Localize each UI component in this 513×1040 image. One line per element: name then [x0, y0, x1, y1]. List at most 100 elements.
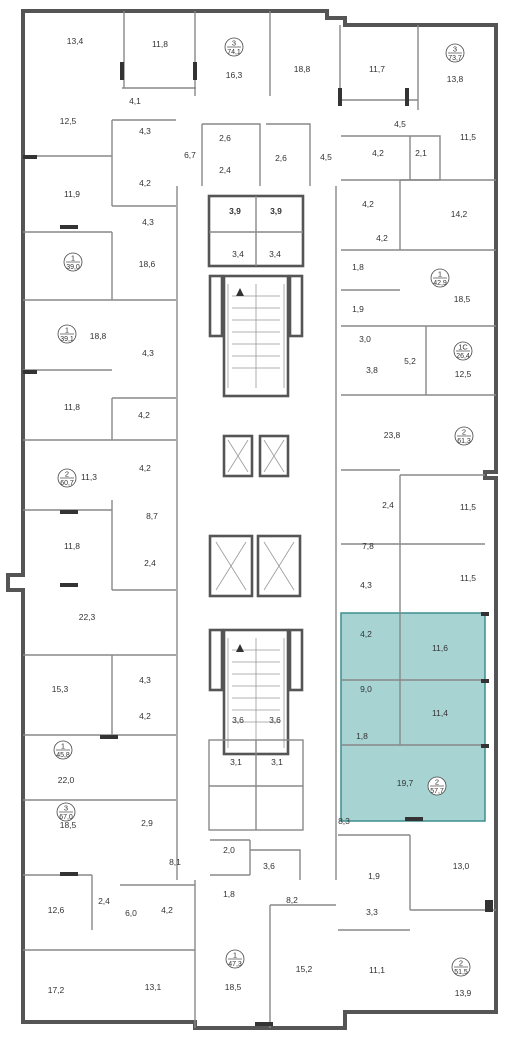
room-area-label: 18,6 [139, 259, 156, 269]
badge-rooms: 3 [453, 45, 457, 54]
badge-rooms: 1С [458, 343, 468, 352]
room-area-label: 8,7 [146, 511, 158, 521]
room-area-label: 2,6 [219, 133, 231, 143]
badge-area: 26,4 [456, 353, 470, 360]
room-area-label: 16,3 [226, 70, 243, 80]
apartment-badge[interactable]: 260,7 [57, 468, 77, 488]
badge-rooms: 1 [438, 270, 442, 279]
badge-area: 67,0 [59, 814, 73, 821]
badge-area: 51,5 [454, 969, 468, 976]
selected-apartment[interactable] [340, 612, 486, 822]
room-area-label: 2,4 [219, 165, 231, 175]
apartment-badge[interactable]: 373,7 [445, 43, 465, 63]
room-area-label: 13,9 [455, 988, 472, 998]
room-area-label: 4,5 [320, 152, 332, 162]
room-area-label: 4,3 [142, 217, 154, 227]
apartment-badge[interactable]: 257,7 [427, 776, 447, 796]
room-area-label: 3,4 [269, 249, 281, 259]
room-area-label: 2,4 [98, 896, 110, 906]
room-area-label: 3,4 [232, 249, 244, 259]
room-area-label: 11,5 [460, 502, 476, 512]
room-area-label: 11,8 [152, 39, 168, 49]
room-area-label: 14,2 [451, 209, 468, 219]
room-area-label: 15,2 [296, 964, 313, 974]
apartment-badge[interactable]: 261,3 [454, 426, 474, 446]
room-area-label: 3,3 [366, 907, 378, 917]
badge-rooms: 1 [61, 742, 65, 751]
room-area-label: 11,6 [432, 643, 448, 653]
room-area-label: 12,5 [60, 116, 77, 126]
badge-area: 74,1 [227, 49, 241, 56]
apartment-badge[interactable]: 251,5 [451, 957, 471, 977]
room-area-label: 8,1 [169, 857, 181, 867]
room-area-label: 4,2 [372, 148, 384, 158]
room-area-label: 1,8 [352, 262, 364, 272]
room-area-label: 11,7 [369, 64, 385, 74]
badge-area: 61,3 [457, 438, 471, 445]
room-area-label: 4,2 [139, 711, 151, 721]
room-area-label: 4,5 [394, 119, 406, 129]
badge-area: 42,9 [433, 280, 447, 287]
room-area-label: 2,9 [141, 818, 153, 828]
badge-area: 60,7 [60, 480, 74, 487]
room-area-label: 5,2 [404, 356, 416, 366]
room-area-label: 4,2 [161, 905, 173, 915]
room-area-label: 2,4 [382, 500, 394, 510]
badge-area: 47,3 [228, 961, 242, 968]
apartment-badge[interactable]: 139,1 [57, 324, 77, 344]
room-area-label: 2,6 [275, 153, 287, 163]
apartment-badge[interactable]: 147,3 [225, 949, 245, 969]
room-area-label: 22,3 [79, 612, 96, 622]
room-area-label: 4,2 [139, 463, 151, 473]
badge-rooms: 2 [459, 959, 463, 968]
window-marks [23, 62, 493, 1026]
badge-area: 39,0 [66, 264, 80, 271]
badge-rooms: 2 [462, 428, 466, 437]
room-area-label: 18,5 [60, 820, 77, 830]
room-area-label: 1,9 [352, 304, 364, 314]
room-area-label: 1,8 [356, 731, 368, 741]
room-area-label: 8,2 [286, 895, 298, 905]
apartment-badge[interactable]: 367,0 [56, 802, 76, 822]
exterior-walls [6, 9, 498, 1030]
room-area-label: 3,6 [263, 861, 275, 871]
room-area-label: 4,2 [139, 178, 151, 188]
apartment-badge[interactable]: 139,0 [63, 252, 83, 272]
apartment-badge[interactable]: 145,8 [53, 740, 73, 760]
room-area-label: 4,1 [129, 96, 141, 106]
room-area-label: 13,4 [67, 36, 84, 46]
room-area-label: 9,0 [360, 684, 372, 694]
apartment-badge[interactable]: 142,9 [430, 268, 450, 288]
room-area-label: 22,0 [58, 775, 75, 785]
room-area-label: 4,2 [138, 410, 150, 420]
room-area-label: 1,8 [223, 889, 235, 899]
interior-walls [23, 11, 496, 1028]
room-area-label: 23,8 [384, 430, 401, 440]
room-area-label: 11,5 [460, 132, 476, 142]
room-area-label: 3,0 [359, 334, 371, 344]
room-area-label: 4,2 [360, 629, 372, 639]
room-area-label: 4,3 [142, 348, 154, 358]
room-area-label: 3,1 [230, 757, 242, 767]
room-area-label: 7,8 [362, 541, 374, 551]
apartment-badge[interactable]: 374,1 [224, 37, 244, 57]
room-area-label: 3,1 [271, 757, 283, 767]
building-core [176, 186, 337, 880]
room-area-label: 4,3 [139, 126, 151, 136]
room-area-label: 11,8 [64, 402, 80, 412]
badge-rooms: 3 [232, 39, 236, 48]
room-area-label: 12,5 [455, 369, 472, 379]
room-area-label: 3,6 [232, 715, 244, 725]
room-area-label: 3,8 [366, 365, 378, 375]
room-area-label: 3,9 [229, 206, 241, 216]
room-area-label: 8,3 [338, 816, 350, 826]
room-area-label: 18,8 [90, 331, 107, 341]
room-area-label: 4,3 [360, 580, 372, 590]
room-area-label: 2,4 [144, 558, 156, 568]
badge-rooms: 1 [65, 326, 69, 335]
room-area-label: 11,5 [460, 573, 476, 583]
room-area-label: 12,6 [48, 905, 65, 915]
